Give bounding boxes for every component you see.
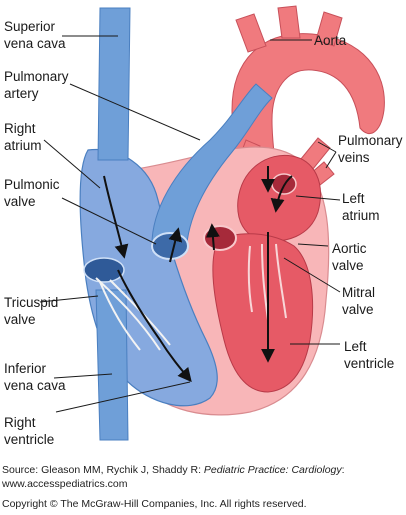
source-url: www.accesspediatrics.com (2, 478, 128, 490)
flow-arrow-right-ventricle (117, 269, 192, 383)
flow-arrow-right-atrium (103, 175, 129, 259)
leader-pulmonary-artery (69, 83, 201, 141)
copyright-notice: Copyright © The McGraw-Hill Companies, I… (2, 498, 307, 510)
leader-pulmonary-veins-2 (325, 151, 337, 169)
label-aorta: Aorta (314, 33, 347, 48)
pulmonary-artery (151, 83, 273, 253)
left-ventricle (212, 233, 314, 393)
mitral-chordae (247, 243, 287, 321)
pulmonic-valve (151, 232, 189, 260)
aortic-valve (203, 225, 237, 251)
label-pulmonic-valve: Pulmonic valve (4, 177, 60, 209)
aortic-branch (315, 11, 343, 47)
leader-mitral-valve (283, 257, 341, 293)
leader-aortic-valve (297, 243, 329, 247)
label-inferior-vena-cava: Inferior vena cava (4, 361, 66, 393)
label-aortic-valve: Aortic valve (332, 241, 367, 273)
flow-arrow-pulmonary-outflow (168, 227, 183, 263)
label-pulmonary-artery: Pulmonary artery (4, 69, 69, 101)
leader-pulmonic-valve (61, 197, 157, 245)
leader-right-ventricle (55, 381, 191, 413)
leader-right-atrium (43, 139, 101, 189)
leader-inferior-vena-cava (53, 373, 113, 379)
leader-left-atrium (295, 195, 341, 201)
label-tricuspid-valve: Tricuspid valve (4, 295, 59, 327)
inferior-vena-cava (95, 289, 129, 441)
label-right-ventricle: Right ventricle (4, 415, 55, 447)
label-superior-vena-cava: Superior vena cava (4, 19, 66, 51)
label-right-atrium: Right atrium (4, 121, 42, 153)
superior-vena-cava (97, 7, 131, 161)
flow-arrow-left-atrium-curve (270, 175, 293, 213)
leader-pulmonary-veins-1 (317, 141, 337, 153)
leader-tricuspid-valve (39, 295, 99, 303)
tricuspid-valve (83, 257, 125, 283)
label-pulmonary-veins: Pulmonary veins (338, 133, 403, 165)
source-citation: Source: Gleason MM, Rychik J, Shaddy R: … (2, 464, 345, 476)
aortic-branch (235, 13, 267, 53)
label-left-atrium: Left atrium (342, 191, 380, 223)
label-mitral-valve: Mitral valve (342, 285, 375, 317)
aortic-branch (277, 5, 301, 39)
label-left-ventricle: Left ventricle (344, 339, 395, 371)
flow-arrow-aortic-outflow (205, 223, 220, 251)
